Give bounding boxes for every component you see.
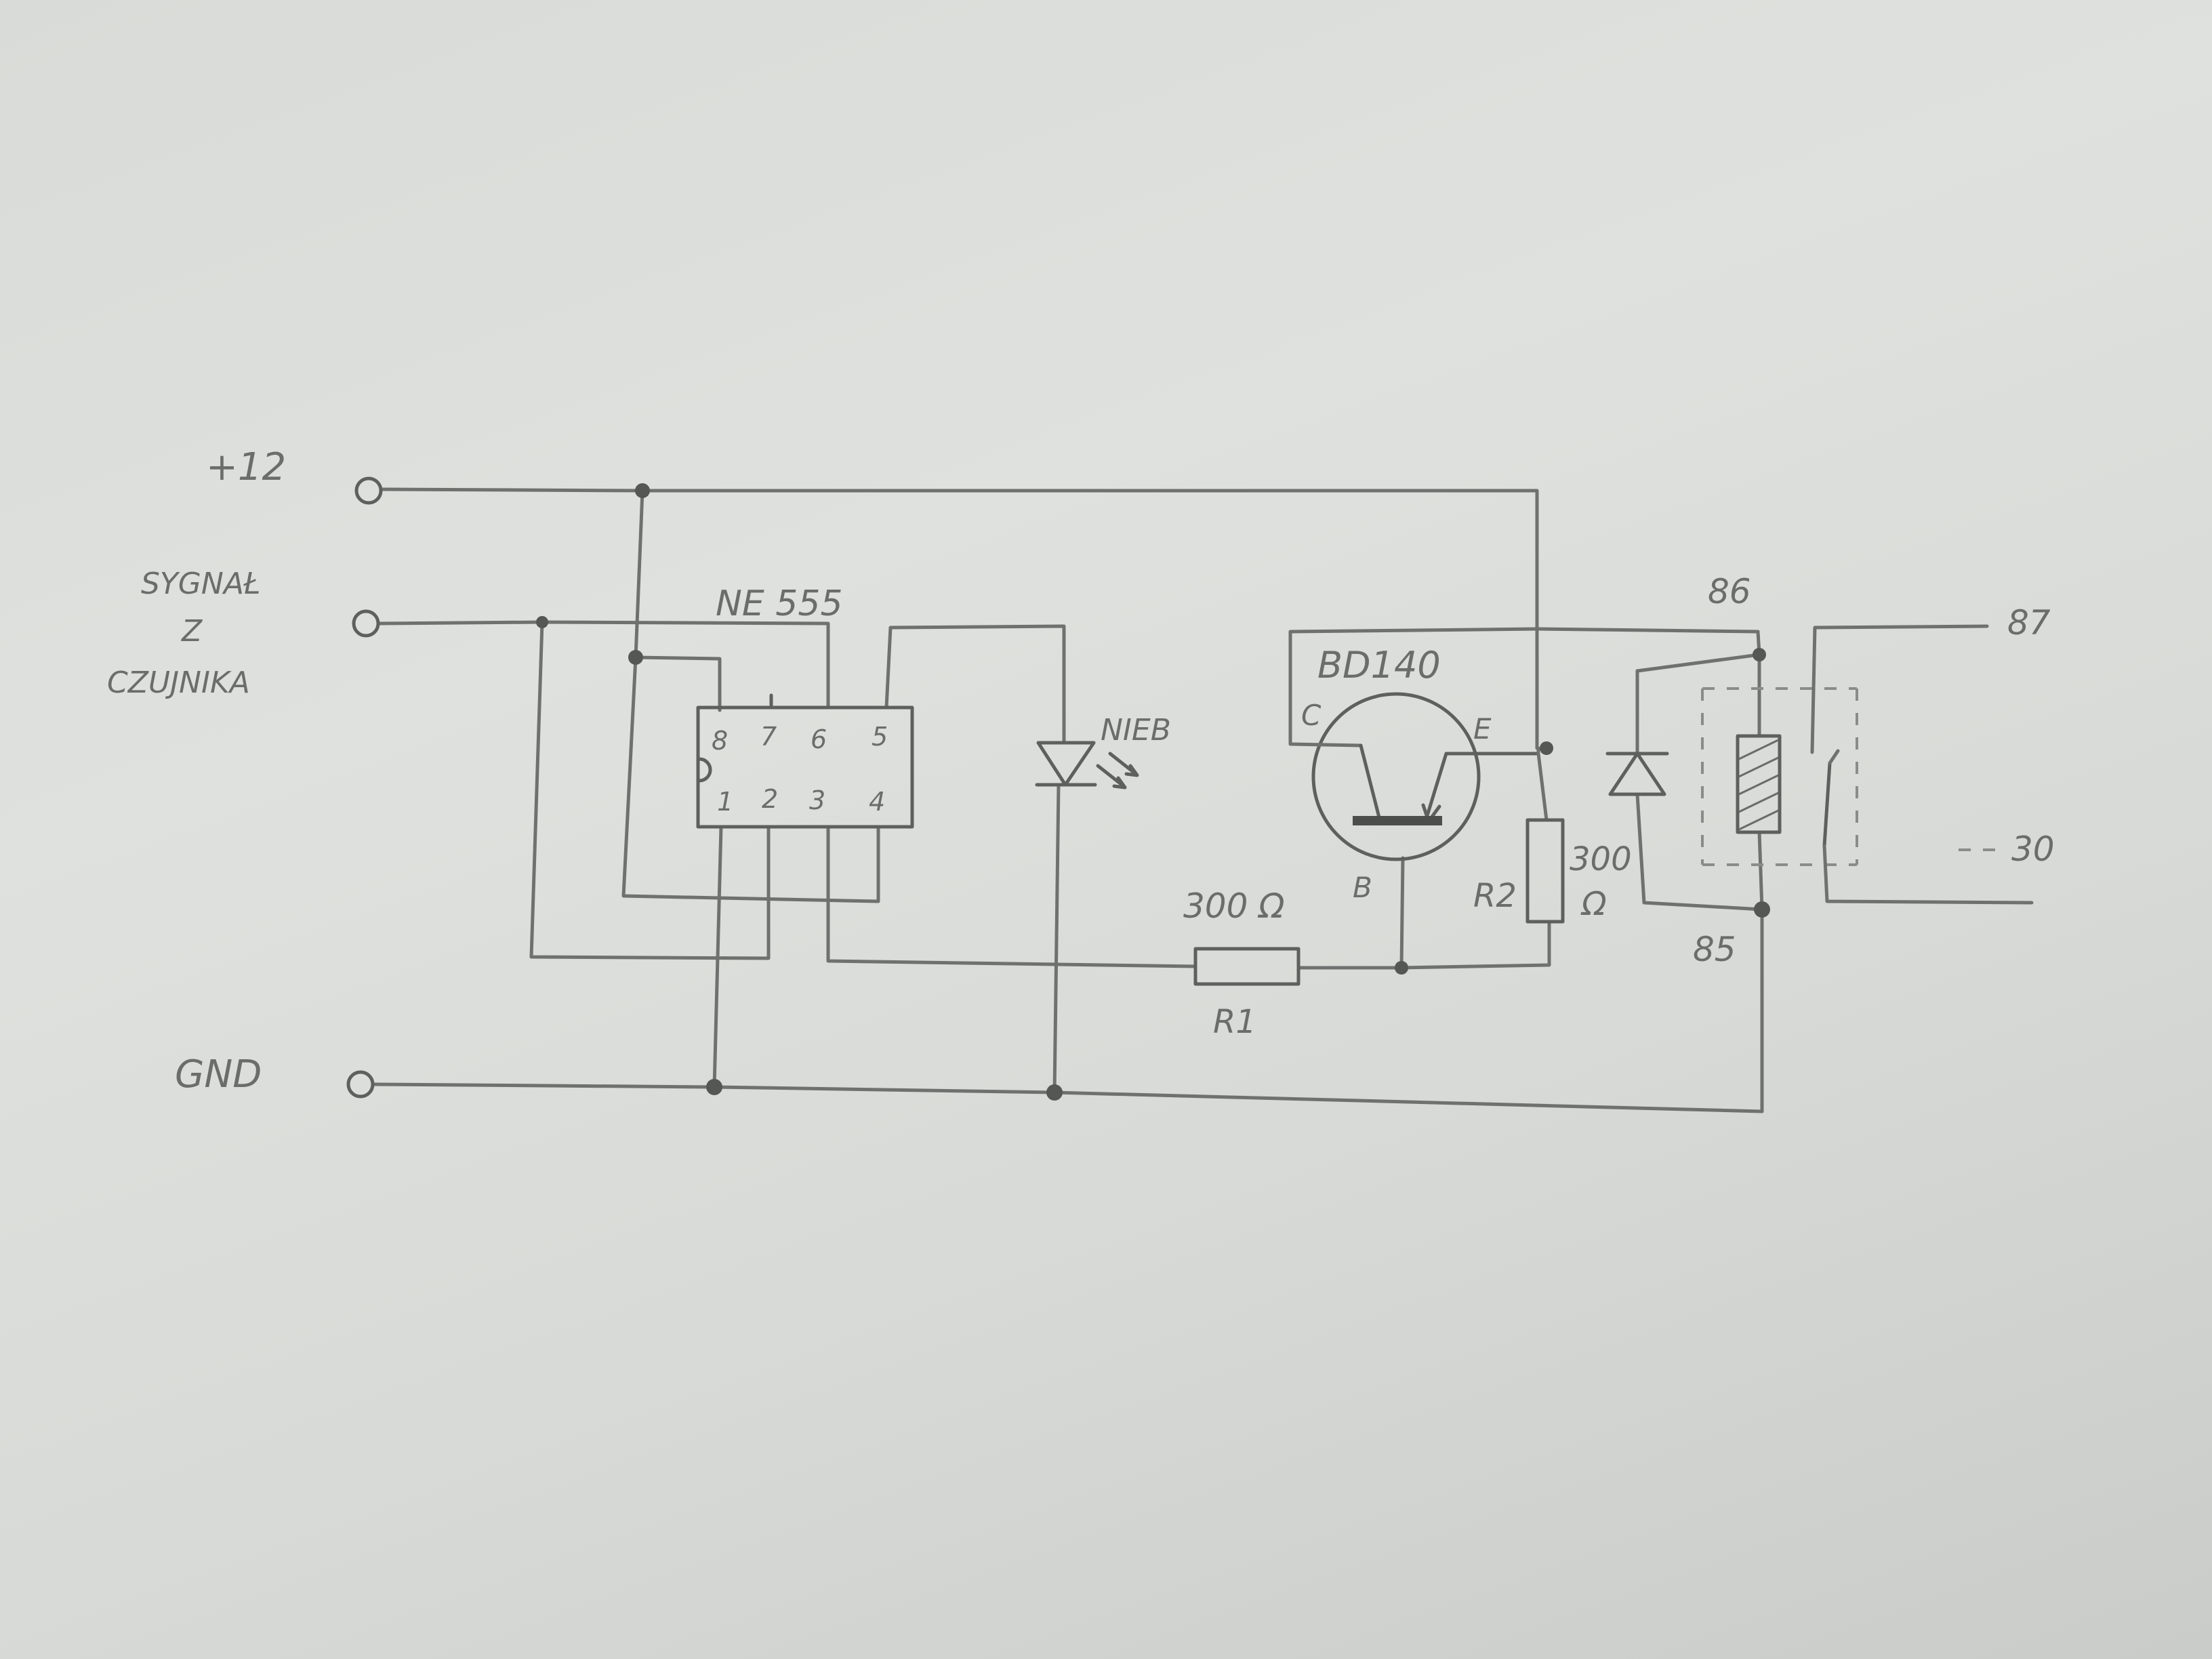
emitter-r2-wire	[1536, 746, 1549, 822]
relay-86-wire	[1536, 627, 1761, 657]
led-symbol	[1035, 741, 1097, 787]
relay-85-label: 85	[1693, 930, 1736, 969]
relay-87-contact	[1810, 624, 1989, 754]
r1-name-label: R1	[1213, 1003, 1256, 1041]
bd140-e-label: E	[1473, 712, 1492, 745]
bd140-b-label: B	[1353, 871, 1372, 904]
relay-enclosure	[1701, 687, 1858, 866]
ne555-pin8: 8	[712, 726, 728, 756]
plus12-terminal[interactable]	[354, 476, 383, 505]
ne555-pin6: 6	[811, 724, 827, 754]
signal-label-line1: SYGNAŁ	[141, 567, 261, 601]
signal-label-line2: Z	[181, 614, 203, 649]
ne555-pin1: 1	[717, 787, 733, 817]
plus12-rail	[379, 487, 1539, 750]
r1-resistor	[1193, 947, 1300, 986]
ne555-pin2: 2	[762, 784, 778, 814]
ne555-pin4: 4	[869, 787, 885, 817]
collector-wire	[1288, 627, 1540, 747]
bd140-base-bar	[1353, 816, 1442, 825]
relay-30-label: 30	[2011, 830, 2055, 869]
relay-coil-hatching	[1738, 739, 1779, 831]
r2-value-line1: 300	[1570, 840, 1632, 878]
led-label: NIEB	[1101, 713, 1171, 747]
pin2-wire	[529, 620, 771, 960]
signal-wire	[377, 620, 830, 710]
bd140-label: BD140	[1317, 644, 1441, 687]
flyback-diode	[1605, 752, 1669, 796]
ne555-body	[696, 705, 914, 829]
gnd-label: GND	[175, 1052, 262, 1097]
led-light-arrows	[1096, 752, 1139, 790]
pin1-gnd-wire	[712, 825, 723, 1089]
relay-coil	[1736, 734, 1782, 834]
plus12-label: +12	[206, 445, 286, 489]
base-wire	[1399, 856, 1405, 970]
ne555-pin3: 3	[809, 785, 825, 815]
relay-30-contact	[1822, 749, 2034, 905]
led-gnd-wire	[1052, 783, 1061, 1094]
pin5-led-wire	[884, 624, 1066, 745]
bd140-circle	[1311, 692, 1481, 861]
ne555-notch	[697, 757, 712, 783]
diode-branch	[1635, 653, 1764, 912]
signal-label-line3: CZUJNIKA	[107, 665, 250, 700]
signal-terminal[interactable]	[352, 609, 380, 638]
relay-switch-blade	[1822, 761, 1832, 848]
bd140-collector-leg	[1359, 743, 1382, 822]
r2-value-line2: Ω	[1580, 885, 1607, 923]
pin4-loop	[621, 655, 880, 903]
junction-dots	[536, 483, 1770, 1101]
relay-86-label: 86	[1708, 572, 1751, 611]
r1-base-wire	[1296, 920, 1551, 970]
ne555-pin7: 7	[760, 722, 777, 752]
gnd-terminal[interactable]	[346, 1070, 375, 1099]
ne555-pin5: 5	[872, 722, 888, 752]
pin3-r1-wire	[826, 825, 1197, 968]
r2-name-label: R2	[1473, 877, 1517, 915]
relay-87-label: 87	[2007, 603, 2051, 642]
r2-resistor	[1525, 818, 1565, 924]
pin8-wire	[634, 489, 722, 712]
ne555-label: NE 555	[716, 583, 843, 624]
r1-value-label: 300 Ω	[1183, 886, 1285, 926]
gnd-rail	[372, 907, 1764, 1113]
relay-coil-bottom	[1757, 830, 1764, 912]
bd140-c-label: C	[1301, 699, 1322, 732]
bd140-emitter-leg	[1424, 752, 1540, 822]
